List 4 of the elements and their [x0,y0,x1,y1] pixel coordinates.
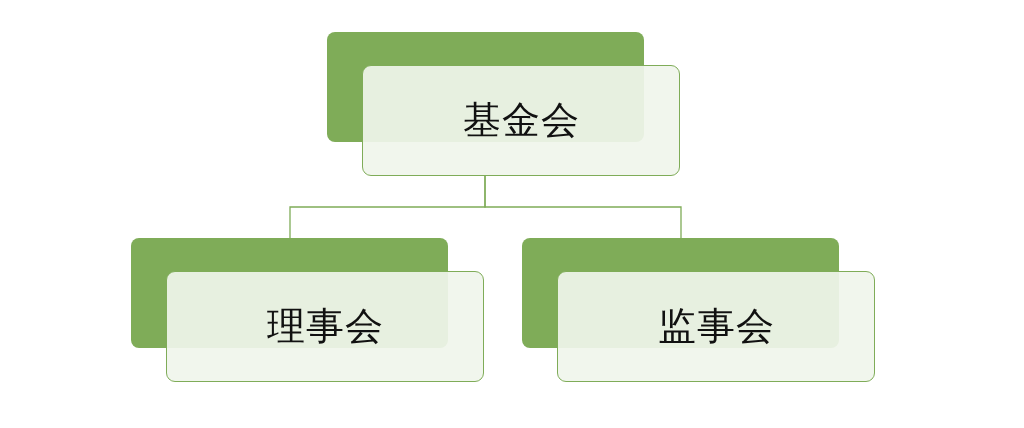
connector-line [484,175,682,239]
node-label: 监事会 [657,303,775,350]
node-label: 理事会 [266,303,384,350]
node-label: 基金会 [462,97,580,144]
